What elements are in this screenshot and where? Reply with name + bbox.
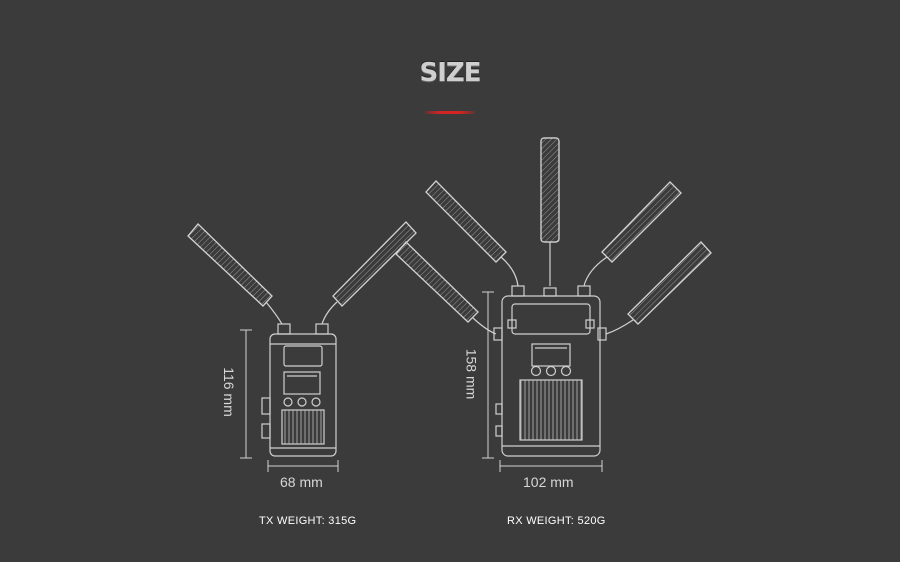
title-underline: [425, 111, 475, 114]
rx-unit: [395, 137, 712, 457]
rx-antenna-upper-left: [425, 180, 519, 287]
rx-screen: [531, 343, 571, 367]
rx-width-label: 102 mm: [523, 474, 574, 490]
tx-width-label: 68 mm: [280, 474, 323, 490]
rx-button-2: [545, 365, 557, 377]
tx-unit: [187, 221, 417, 457]
tx-button-3: [311, 397, 321, 407]
rx-height-dimension: [482, 291, 494, 459]
tx-body: [269, 333, 337, 457]
rx-height-label: 158 mm: [463, 348, 480, 400]
rx-width-dimension: [499, 460, 603, 472]
tx-button-2: [297, 397, 307, 407]
tx-weight-label: TX WEIGHT: 315G: [259, 515, 357, 527]
tx-connector-left: [277, 323, 291, 335]
tx-antenna-left: [187, 223, 283, 325]
tx-antenna-right: [321, 221, 417, 325]
rx-button-1: [530, 365, 542, 377]
tx-screen: [283, 371, 321, 395]
tx-height-dimension: [240, 329, 252, 459]
rx-antenna-upper-right: [583, 181, 682, 287]
tx-button-1: [283, 397, 293, 407]
rx-antenna-lower-left: [395, 241, 497, 335]
rx-antenna-center: [540, 137, 560, 286]
tx-connector-right: [315, 323, 329, 335]
tx-height-label: 116 mm: [220, 367, 237, 417]
rx-weight-label: RX WEIGHT: 520G: [507, 515, 606, 527]
rx-button-3: [560, 365, 572, 377]
tx-width-dimension: [267, 460, 339, 472]
rx-body: [501, 295, 601, 457]
rx-antenna-lower-right: [605, 241, 712, 335]
page-title: SIZE: [419, 58, 481, 88]
